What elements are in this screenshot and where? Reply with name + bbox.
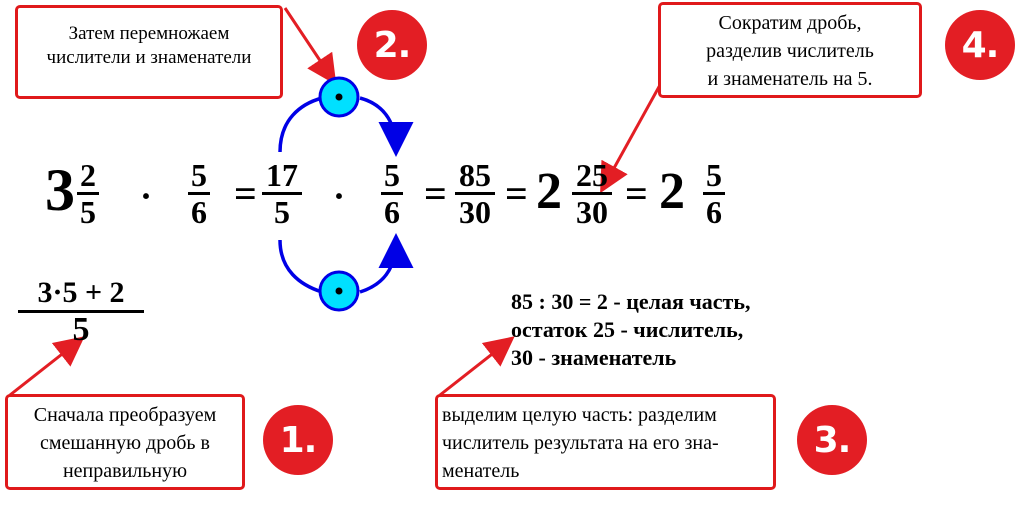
step2-line2: числители и знаменатели	[46, 47, 252, 68]
step4-badge-label: 4.	[961, 24, 1000, 66]
frac4-numerator: 5	[384, 157, 400, 193]
frac4: 5 6	[381, 158, 403, 229]
arc-top-left	[278, 96, 323, 153]
dot-1: ·	[140, 176, 153, 216]
frac3: 17 5	[262, 158, 302, 229]
frac4-denominator: 6	[384, 194, 400, 230]
step3-badge: 3.	[797, 405, 867, 475]
step2-badge: 2.	[357, 10, 427, 80]
equals-1: =	[234, 171, 257, 216]
mixed1-denominator: 5	[80, 194, 96, 230]
pointer-step4	[600, 84, 662, 194]
step4-line3: и знаменатель на 5.	[707, 68, 873, 90]
division-line3: 30 - знаменатель	[511, 345, 677, 370]
frac5: 85 30	[455, 158, 495, 229]
step2-line1: Затем перемножаем	[68, 23, 230, 44]
arc-bottom-left	[278, 239, 323, 294]
frac2-denominator: 6	[191, 194, 207, 230]
mixed2-fraction: 25 30	[572, 158, 612, 229]
dot-2: ·	[333, 176, 346, 216]
step4-note: Сократим дробь, разделив числитель и зна…	[658, 2, 922, 98]
step2-note: Затем перемножаем числители и знаменател…	[15, 5, 283, 99]
arc-top-right	[359, 96, 414, 157]
mixed2-denominator: 30	[576, 194, 608, 230]
step1-line1: Сначала преобразуем	[33, 404, 217, 426]
frac3-numerator: 17	[266, 157, 298, 193]
equals-2: =	[424, 171, 447, 216]
conversion-numerator: 3·5 + 2	[37, 276, 125, 309]
frac5-denominator: 30	[459, 194, 491, 230]
mixed3-whole: 2	[659, 163, 685, 220]
frac2: 5 6	[188, 158, 210, 229]
step3-line1: выделим целую часть: разделим	[442, 404, 717, 426]
equals-4: =	[625, 171, 648, 216]
step2-badge-label: 2.	[373, 24, 412, 66]
pointer-step1	[9, 336, 85, 397]
step4-line2: разделив числитель	[706, 40, 874, 62]
frac5-numerator: 85	[459, 157, 491, 193]
mixed3-numerator: 5	[706, 157, 722, 193]
mixed2-whole: 2	[536, 163, 562, 220]
mixed3-denominator: 6	[706, 194, 722, 230]
mixed2-numerator: 25	[576, 157, 608, 193]
step3-line2: числитель результата на его зна-	[442, 432, 719, 454]
step4-line1: Сократим дробь,	[718, 12, 862, 34]
step1-line2: смешанную дробь в	[40, 432, 210, 454]
conversion-fraction: 3·5 + 2 5	[18, 276, 144, 347]
step1-note: Сначала преобразуем смешанную дробь в не…	[5, 394, 245, 490]
mixed1-numerator: 2	[80, 157, 96, 193]
frac3-denominator: 5	[274, 194, 290, 230]
mixed1-fraction: 2 5	[77, 158, 99, 229]
step3-badge-label: 3.	[813, 419, 852, 461]
step3-note: выделим целую часть: разделим числитель …	[435, 394, 776, 490]
step1-line3: неправильную	[62, 460, 188, 482]
equals-3: =	[505, 171, 528, 216]
pointer-step3	[439, 336, 515, 397]
pointer-step2	[283, 7, 337, 85]
division-line1: 85 : 30 = 2 - целая часть,	[511, 289, 751, 314]
step1-badge-label: 1.	[279, 419, 318, 461]
mixed1-whole: 3	[45, 157, 75, 223]
step1-badge: 1.	[263, 405, 333, 475]
step3-line3: менатель	[442, 460, 520, 482]
conversion-denominator: 5	[72, 311, 90, 348]
step4-badge: 4.	[945, 10, 1015, 80]
frac2-numerator: 5	[191, 157, 207, 193]
mixed3-fraction: 5 6	[703, 158, 725, 229]
division-line2: остаток 25 - числитель,	[511, 317, 744, 342]
arc-bottom-right	[359, 233, 414, 294]
division-note: 85 : 30 = 2 - целая часть, остаток 25 - …	[511, 288, 751, 372]
